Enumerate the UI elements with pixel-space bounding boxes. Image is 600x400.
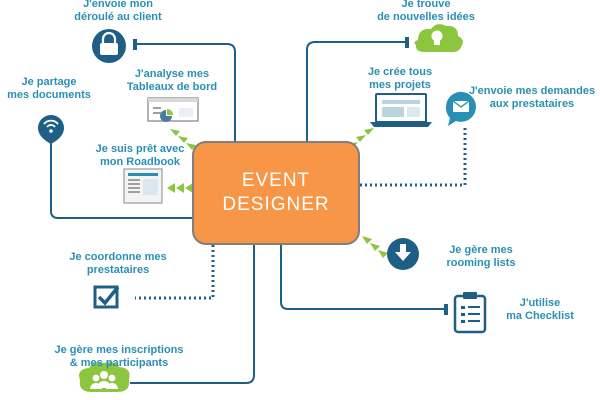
label-coordonne: Je coordonne mes prestataires xyxy=(69,251,167,276)
label-tableaux: J'analyse mes Tableaux de bord xyxy=(126,68,218,93)
chevrons-roadbook xyxy=(167,183,193,193)
center-title-line1: EVENT xyxy=(241,170,311,191)
chevrons-tableaux xyxy=(170,129,196,150)
label-projets: Je crée tous mes projets xyxy=(367,66,433,91)
connector-coordonne xyxy=(135,245,215,300)
people-icon xyxy=(79,362,130,392)
label-partage: Je partage mes documents xyxy=(7,76,91,101)
clipboard-icon xyxy=(453,292,487,334)
label-deroule: J'envoie mon déroulé au client xyxy=(74,0,162,23)
endcap-idees xyxy=(405,37,409,48)
wifi-icon xyxy=(38,115,64,144)
endcap-checklist xyxy=(444,304,448,315)
label-demandes: J'envoie mes demandes aux prestataires xyxy=(468,85,596,110)
event-designer-box: EVENT DESIGNER xyxy=(192,141,360,245)
download-icon xyxy=(387,238,419,270)
connector-deroule xyxy=(136,43,236,141)
label-inscriptions: Je gère mes inscriptions & mes participa… xyxy=(54,344,184,369)
envelope-icon xyxy=(445,91,476,126)
connector-partage xyxy=(50,128,192,219)
label-checklist: J'utilise ma Checklist xyxy=(506,297,574,322)
document-icon xyxy=(123,168,163,204)
connector-inscriptions xyxy=(130,245,255,384)
endcap-deroule xyxy=(133,39,137,50)
connector-checklist xyxy=(280,245,446,310)
chevrons-rooming xyxy=(362,236,388,258)
connector-demandes xyxy=(360,125,467,187)
laptop-icon xyxy=(370,93,432,127)
lock-icon xyxy=(92,29,126,63)
connectors xyxy=(50,41,446,384)
dashboard-icon xyxy=(147,97,199,122)
label-roadbook: Je suis prêt avec mon Roadbook xyxy=(95,143,185,168)
label-rooming: Je gère mes rooming lists xyxy=(446,244,516,269)
label-idees: Je trouve de nouvelles idées xyxy=(377,0,475,23)
connector-idees xyxy=(306,41,407,141)
lightbulb-icon xyxy=(414,24,463,53)
center-title-line2: DESIGNER xyxy=(222,194,330,215)
checkbox-icon xyxy=(93,285,120,309)
